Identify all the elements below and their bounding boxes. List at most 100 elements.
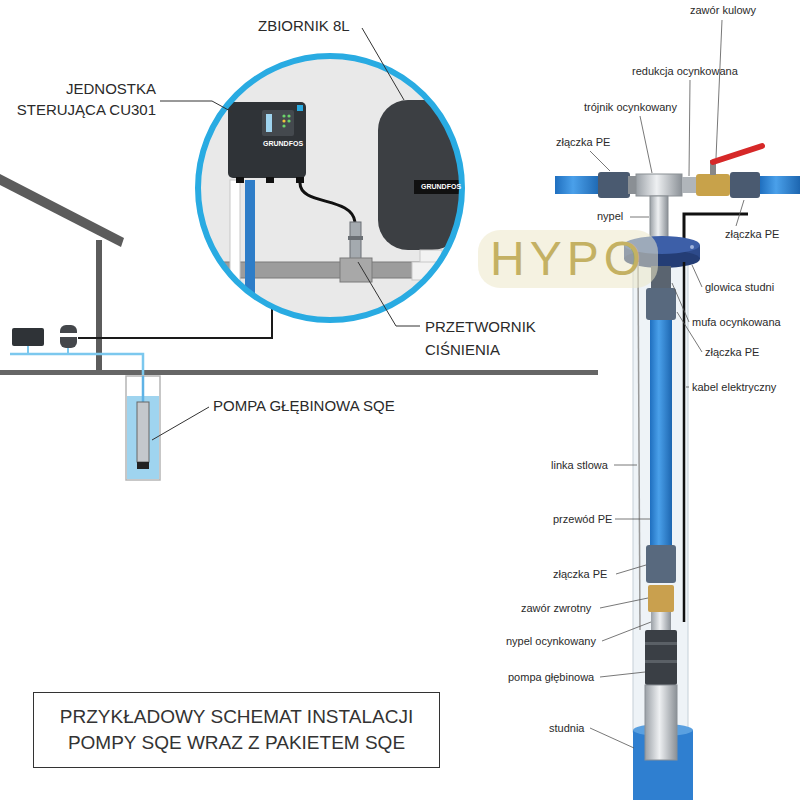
part-label: studnia [549,722,584,735]
well-installation [730,172,760,198]
zoom-detail [287,114,290,117]
well-installation [650,196,668,240]
part-label: trójnik ocynkowany [584,101,677,114]
zoom-detail [266,177,274,183]
part-label: kabel elektryczny [692,381,776,394]
small-well [127,396,159,479]
watermark: HYPO [478,230,658,288]
leader-line [640,116,652,173]
leader-line [630,217,649,218]
leader-line [689,80,690,176]
callout-heading: JEDNOSTKA STERUJĄCA CU301 [4,78,156,120]
well-installation [598,172,630,198]
callout-heading: PRZETWORNIK CIŚNIENIA [425,316,570,361]
zoom-detail [297,105,303,111]
small-well [137,402,149,462]
well-installation [646,288,676,320]
well-installation [696,174,730,196]
zoom-detail [266,114,272,132]
part-label: złączka PE [553,568,607,581]
zoom-detail [350,222,361,260]
zoom-detail [414,180,462,194]
zoom-detail [300,183,355,222]
well-installation [555,176,600,194]
callout-heading: POMPA GŁĘBINOWA SQE [213,397,395,415]
house-outline [0,370,598,375]
zoom-detail [190,50,470,330]
indoor-equipment [60,325,77,348]
leader-line [672,283,689,322]
zoom-detail [282,114,285,117]
small-well [126,376,160,480]
well-installation [683,262,686,622]
zoom-detail [236,177,244,183]
zoom-detail [190,50,470,330]
part-label: mufa ocynkowana [692,316,781,329]
part-label: zawór kulowy [690,4,756,17]
well-installation [690,245,694,249]
zoom-detail [190,50,470,330]
leader-line [362,28,404,100]
indoor-equipment [78,307,272,338]
leader-line [686,387,689,388]
caption-text: PRZYKŁADOWY SCHEMAT INSTALACJI POMPY SQE… [49,704,424,755]
indoor-equipment [60,333,77,337]
indoor-equipment [27,346,29,354]
part-label: redukcja ocynkowana [632,65,738,78]
part-label: złączka PE [725,228,779,241]
well-installation [651,612,671,630]
small-well [152,407,209,440]
leader-line [616,565,646,574]
part-label: nypel [597,210,623,223]
well-installation [645,630,677,685]
indoor-equipment [67,348,69,354]
indoor-equipment [12,328,44,346]
part-label: złączka PE [556,136,610,149]
zoom-detail [348,236,363,240]
zoom-detail [245,180,255,330]
brand-label: GRUNDFOS [263,140,303,148]
small-well [142,376,145,402]
part-label: glowica studni [705,281,774,294]
well-installation [638,262,640,630]
zoom-detail [262,110,294,136]
zoom-detail [296,177,304,183]
leader-line [600,598,648,608]
house-outline [0,174,124,247]
leader-line [590,151,610,171]
well-installation [633,262,688,732]
part-label: zawór zwrotny [521,602,591,615]
zoom-detail [282,124,285,127]
leader-line [602,622,651,641]
zoom-detail [378,100,462,250]
leader-line [358,262,420,326]
small-well [126,376,209,480]
zoom-detail [228,102,306,178]
indoor-equipment [10,354,143,380]
zoom-detail [282,119,285,122]
house-outline [96,240,102,372]
well-installation [645,685,677,760]
part-label: nypel ocynkowany [506,635,596,648]
zoom-detail [287,119,290,122]
caption-box: PRZYKŁADOWY SCHEMAT INSTALACJI POMPY SQE… [33,692,440,768]
leader-line [160,28,420,326]
part-label: przewód PE [553,513,612,526]
well-installation [713,146,762,162]
well-installation [760,176,800,194]
well-installation [645,642,677,645]
zoom-detail [198,56,462,320]
leader-line [590,728,634,748]
leader-line [716,20,722,158]
leader-line [614,465,637,466]
well-installation [648,585,674,612]
leader-line [615,519,650,520]
zoom-detail [230,180,240,330]
part-label: złączka PE [705,346,759,359]
brand-label: GRUNDFOS [421,183,461,191]
small-well [137,462,149,469]
leader-line [600,672,645,677]
